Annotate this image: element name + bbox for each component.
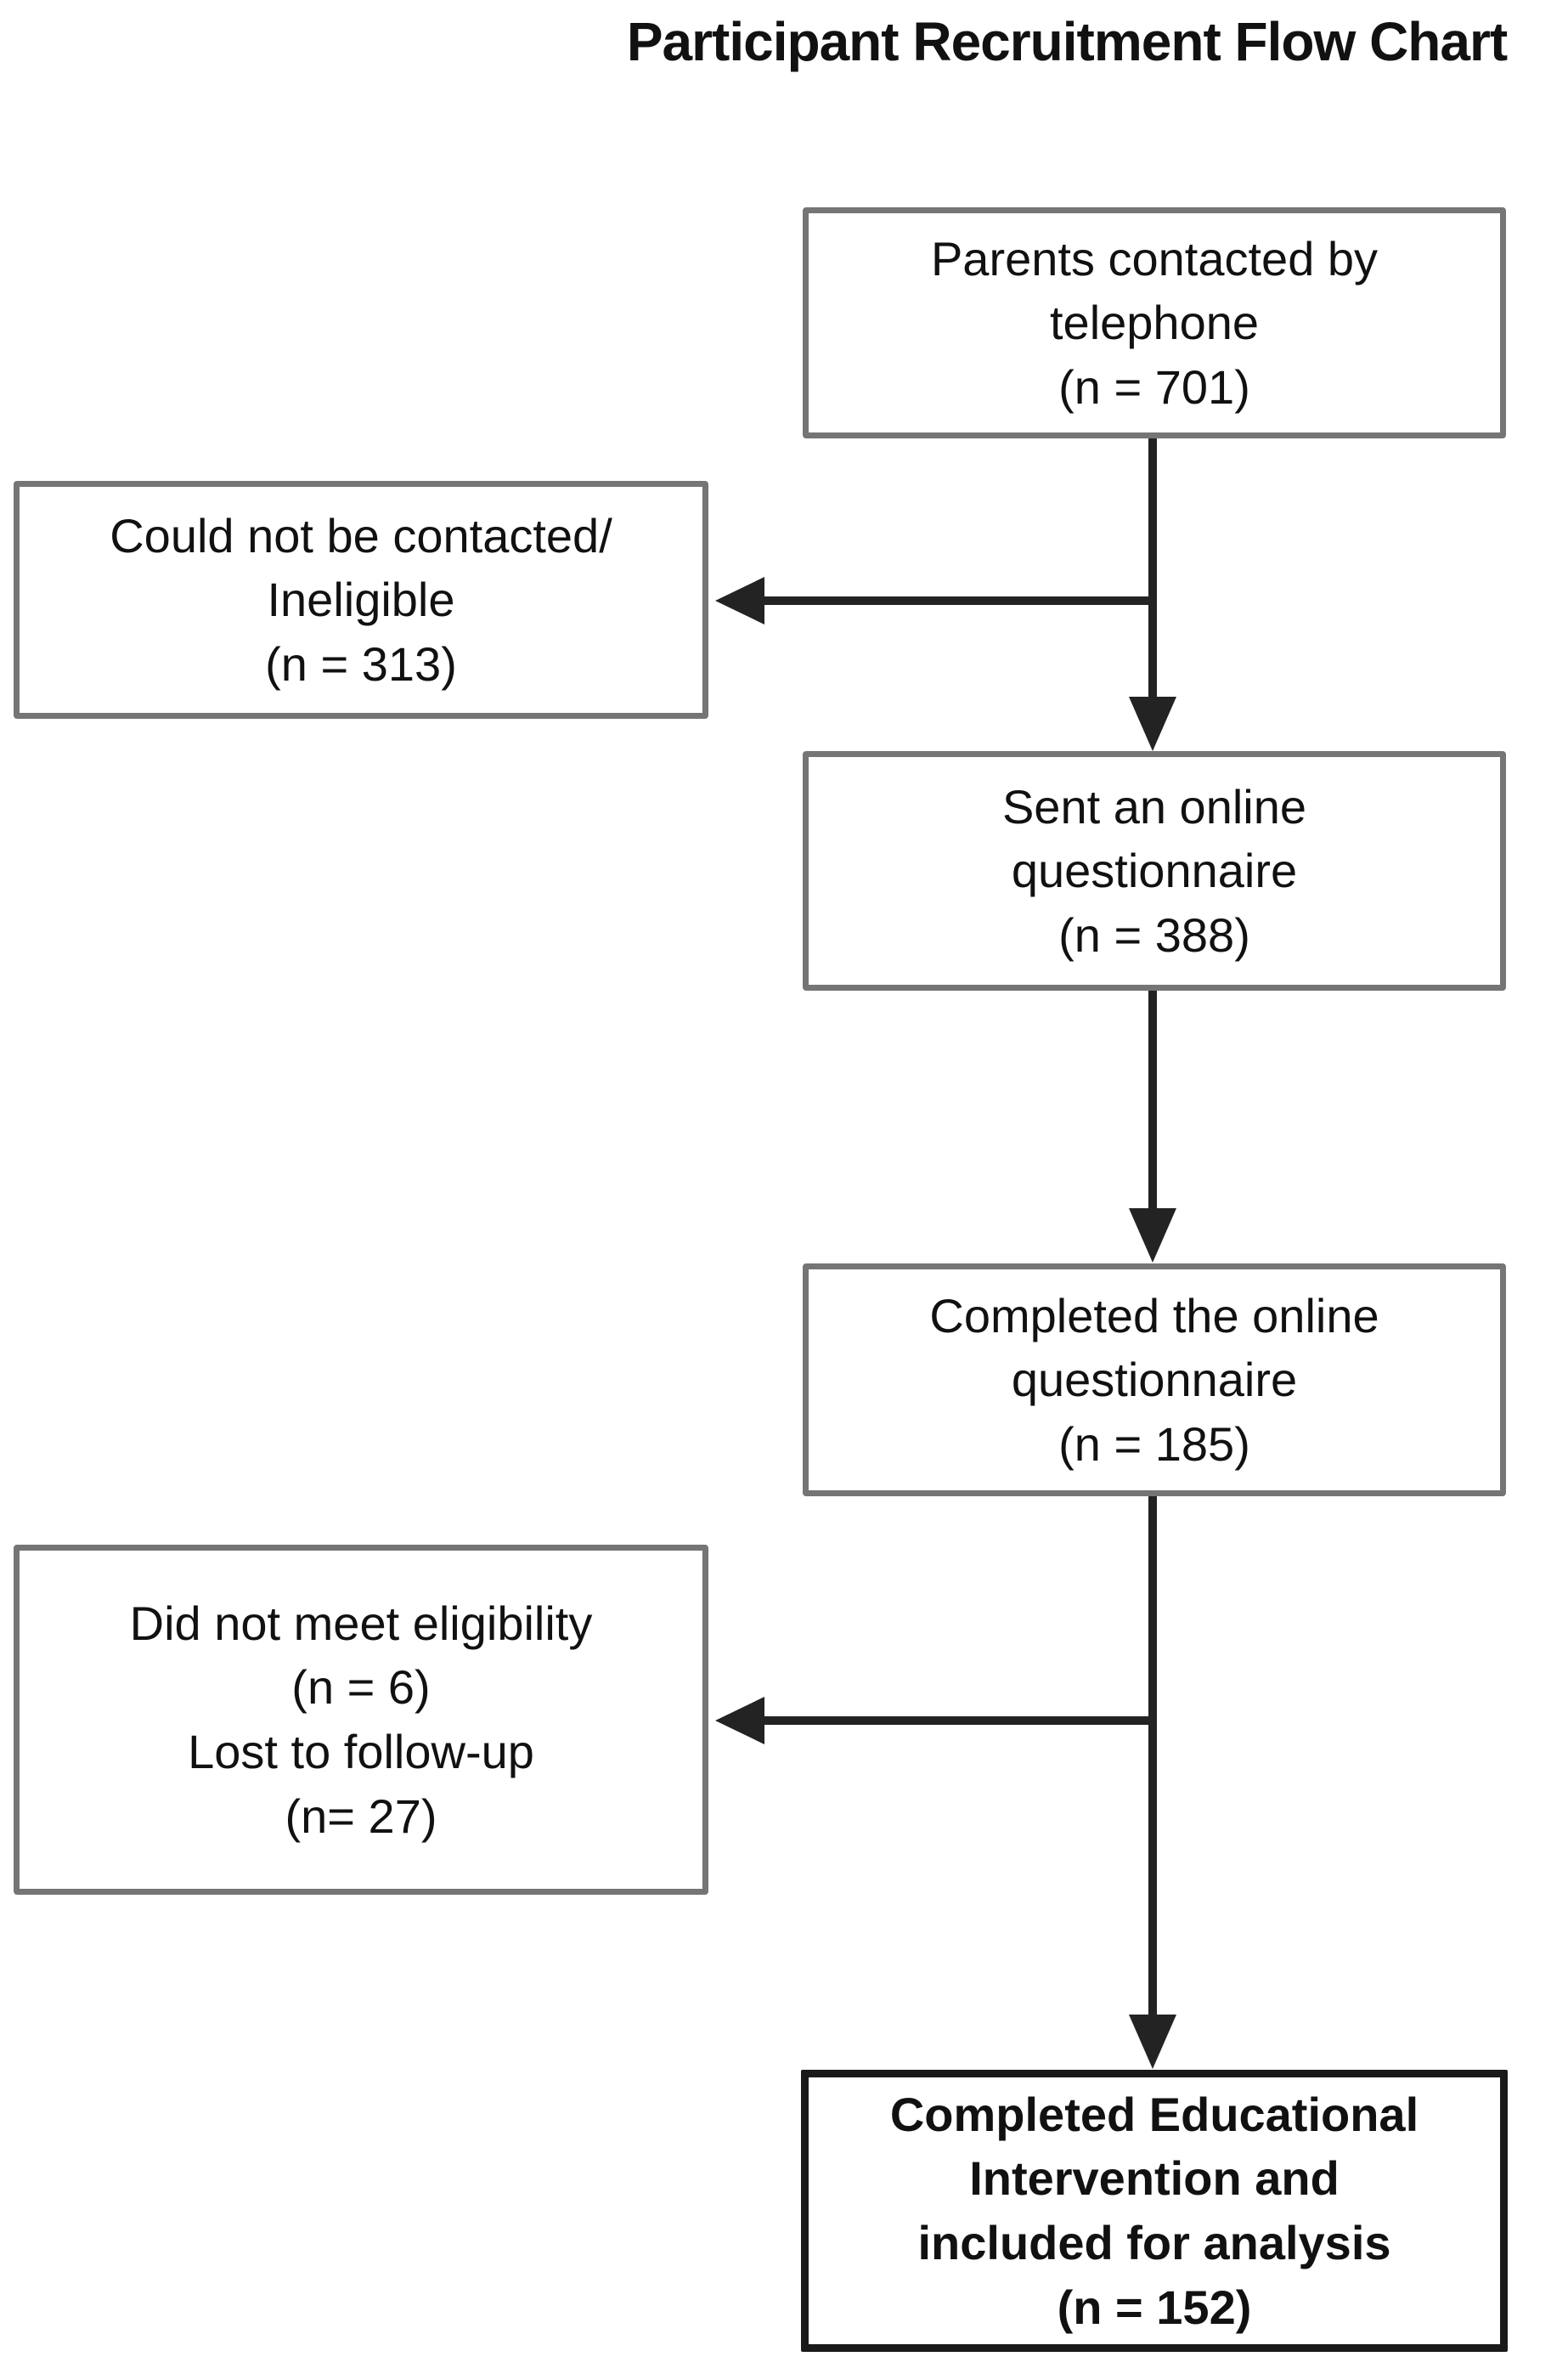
arrow-branch-not-contacted-head-icon (715, 577, 764, 624)
node-excluded-text: Did not meet eligibility (n = 6) Lost to… (129, 1596, 593, 1843)
node-not-contacted-text: Could not be contacted/ Ineligible (n = … (110, 508, 612, 691)
node-parents-contacted: Parents contacted by telephone (n = 701) (803, 207, 1506, 438)
node-completed-questionnaire-text: Completed the online questionnaire (n = … (929, 1288, 1379, 1471)
arrow-sent-to-completed-line (1148, 991, 1157, 1210)
node-parents-contacted-text: Parents contacted by telephone (n = 701) (930, 231, 1379, 414)
node-sent-questionnaire: Sent an online questionnaire (n = 388) (803, 751, 1506, 991)
node-excluded: Did not meet eligibility (n = 6) Lost to… (14, 1545, 708, 1895)
node-completed-intervention-text: Completed Educational Intervention and i… (889, 2087, 1419, 2334)
arrow-completed-to-final-head-icon (1129, 2015, 1176, 2069)
arrow-branch-not-contacted-line (763, 596, 1152, 605)
arrow-contacted-to-sent-line (1148, 438, 1157, 698)
arrow-completed-to-final-line (1148, 1496, 1157, 2016)
arrow-branch-excluded-head-icon (715, 1697, 764, 1744)
page-title: Participant Recruitment Flow Chart (626, 11, 1508, 72)
arrow-sent-to-completed-head-icon (1129, 1208, 1176, 1263)
arrow-contacted-to-sent-head-icon (1129, 697, 1176, 751)
node-completed-questionnaire: Completed the online questionnaire (n = … (803, 1263, 1506, 1496)
node-sent-questionnaire-text: Sent an online questionnaire (n = 388) (1001, 779, 1307, 962)
node-completed-intervention: Completed Educational Intervention and i… (801, 2070, 1508, 2352)
node-not-contacted: Could not be contacted/ Ineligible (n = … (14, 481, 708, 719)
arrow-branch-excluded-line (763, 1716, 1152, 1725)
